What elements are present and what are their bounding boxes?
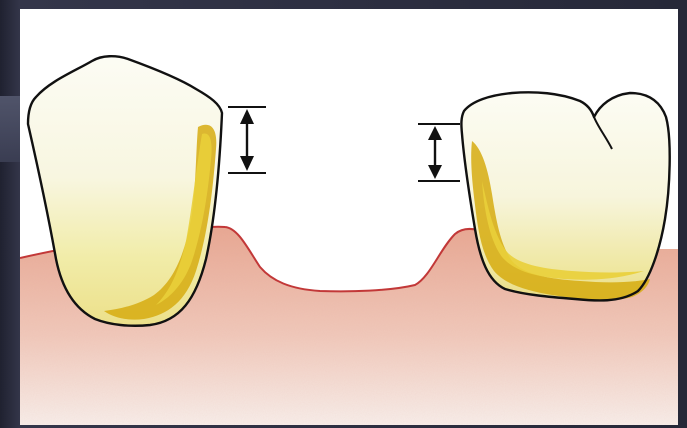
right-height-arrow	[418, 124, 460, 181]
right-tooth-crown	[461, 92, 669, 300]
diagram-panel	[20, 9, 678, 425]
tooth-diagram	[20, 9, 678, 425]
left-height-arrow	[228, 107, 266, 173]
